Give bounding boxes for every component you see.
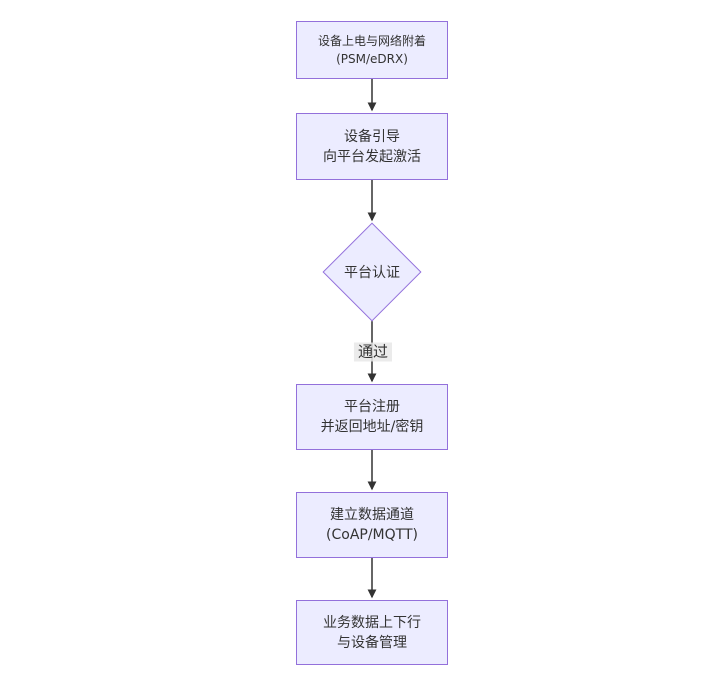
node-text-line: 建立数据通道: [330, 507, 414, 523]
node-text-line: (PSM/eDRX): [336, 52, 408, 66]
flow-node-platform-auth-decision: 平台认证: [322, 222, 422, 322]
flow-node-power-on-network-attach: 设备上电与网络附着 (PSM/eDRX): [296, 21, 448, 79]
node-text-line: 设备上电与网络附着: [317, 34, 426, 48]
node-text-line: 并返回地址/密钥: [320, 419, 424, 435]
flow-node-data-channel: 建立数据通道 (CoAP/MQTT): [296, 492, 448, 558]
flow-node-platform-register: 平台注册 并返回地址/密钥: [296, 384, 448, 450]
node-text-line: 业务数据上下行: [323, 614, 421, 631]
node-text-line: 平台注册: [344, 399, 400, 415]
node-text-line: 平台认证: [344, 265, 400, 281]
node-text-line: 与设备管理: [337, 634, 407, 651]
node-text-line: 设备引导: [344, 128, 400, 145]
node-text-line: 向平台发起激活: [323, 148, 421, 165]
node-text-line: (CoAP/MQTT): [326, 527, 418, 543]
flow-node-device-bootstrap: 设备引导 向平台发起激活: [296, 113, 448, 180]
flow-node-business-data-management: 业务数据上下行 与设备管理: [296, 600, 448, 665]
edge-label-pass: 通过: [353, 342, 393, 362]
